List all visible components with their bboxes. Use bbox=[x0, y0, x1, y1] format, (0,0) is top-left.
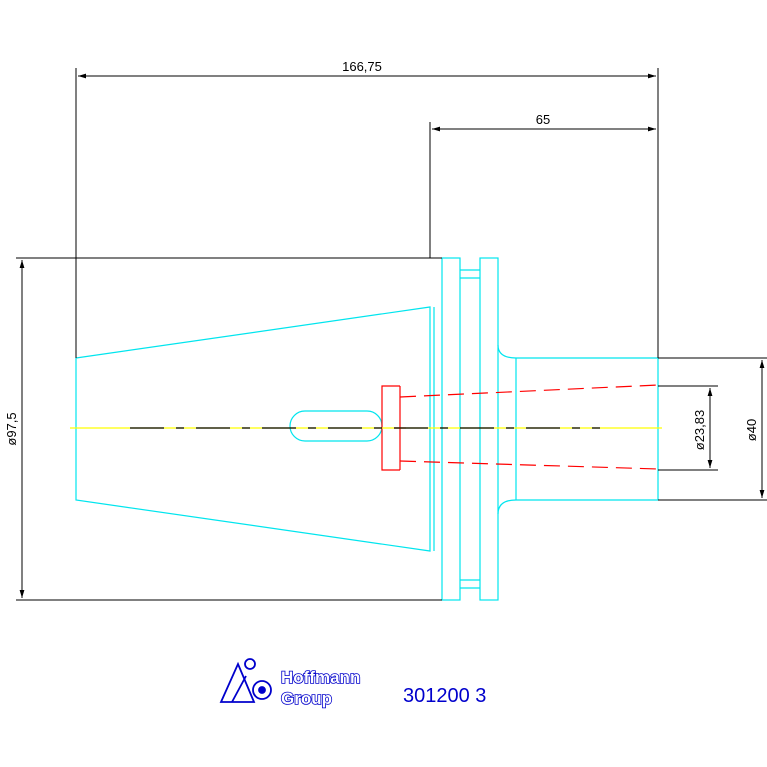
flange-disc-2 bbox=[479, 257, 499, 601]
dim-bore-diameter: ø23,83 bbox=[692, 410, 707, 450]
drive-slot bbox=[289, 410, 383, 442]
hoffmann-group-logo: Hoffmann Group bbox=[219, 658, 361, 709]
part-outline bbox=[75, 257, 659, 601]
dim-flange-diameter: ø97,5 bbox=[4, 412, 19, 445]
dim-overall-length: 166,75 bbox=[342, 59, 382, 74]
dimension-lines bbox=[16, 68, 767, 601]
taper-profile bbox=[75, 306, 431, 552]
flange-disc-1 bbox=[441, 257, 461, 601]
logo-emblem-icon bbox=[219, 658, 272, 703]
logo-line2: Group bbox=[281, 689, 332, 708]
part-number: 301200 3 bbox=[403, 685, 486, 707]
dim-shank-diameter: ø40 bbox=[744, 419, 759, 441]
logo-line1: Hoffmann bbox=[281, 668, 360, 687]
shank-profile bbox=[497, 344, 659, 515]
dim-shank-length: 65 bbox=[536, 112, 550, 127]
